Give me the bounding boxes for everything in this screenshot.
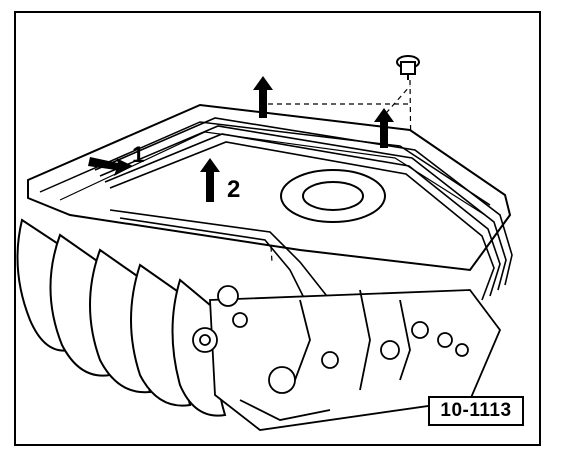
arrow-up-icon [200, 158, 220, 202]
figure-border [14, 11, 541, 446]
arrow-up-icon [253, 76, 273, 118]
cover-opening [280, 169, 386, 223]
callout-label-2: 2 [227, 176, 241, 203]
bolt-icon [396, 55, 420, 80]
arrow-right-icon [88, 157, 133, 176]
callout-label-1: 1 [132, 142, 145, 167]
intake-runners [16, 218, 227, 417]
engine-lower-assembly [192, 285, 502, 431]
figure-reference-number: 10-1113 [428, 396, 524, 426]
arrow-up-icon [374, 108, 394, 148]
